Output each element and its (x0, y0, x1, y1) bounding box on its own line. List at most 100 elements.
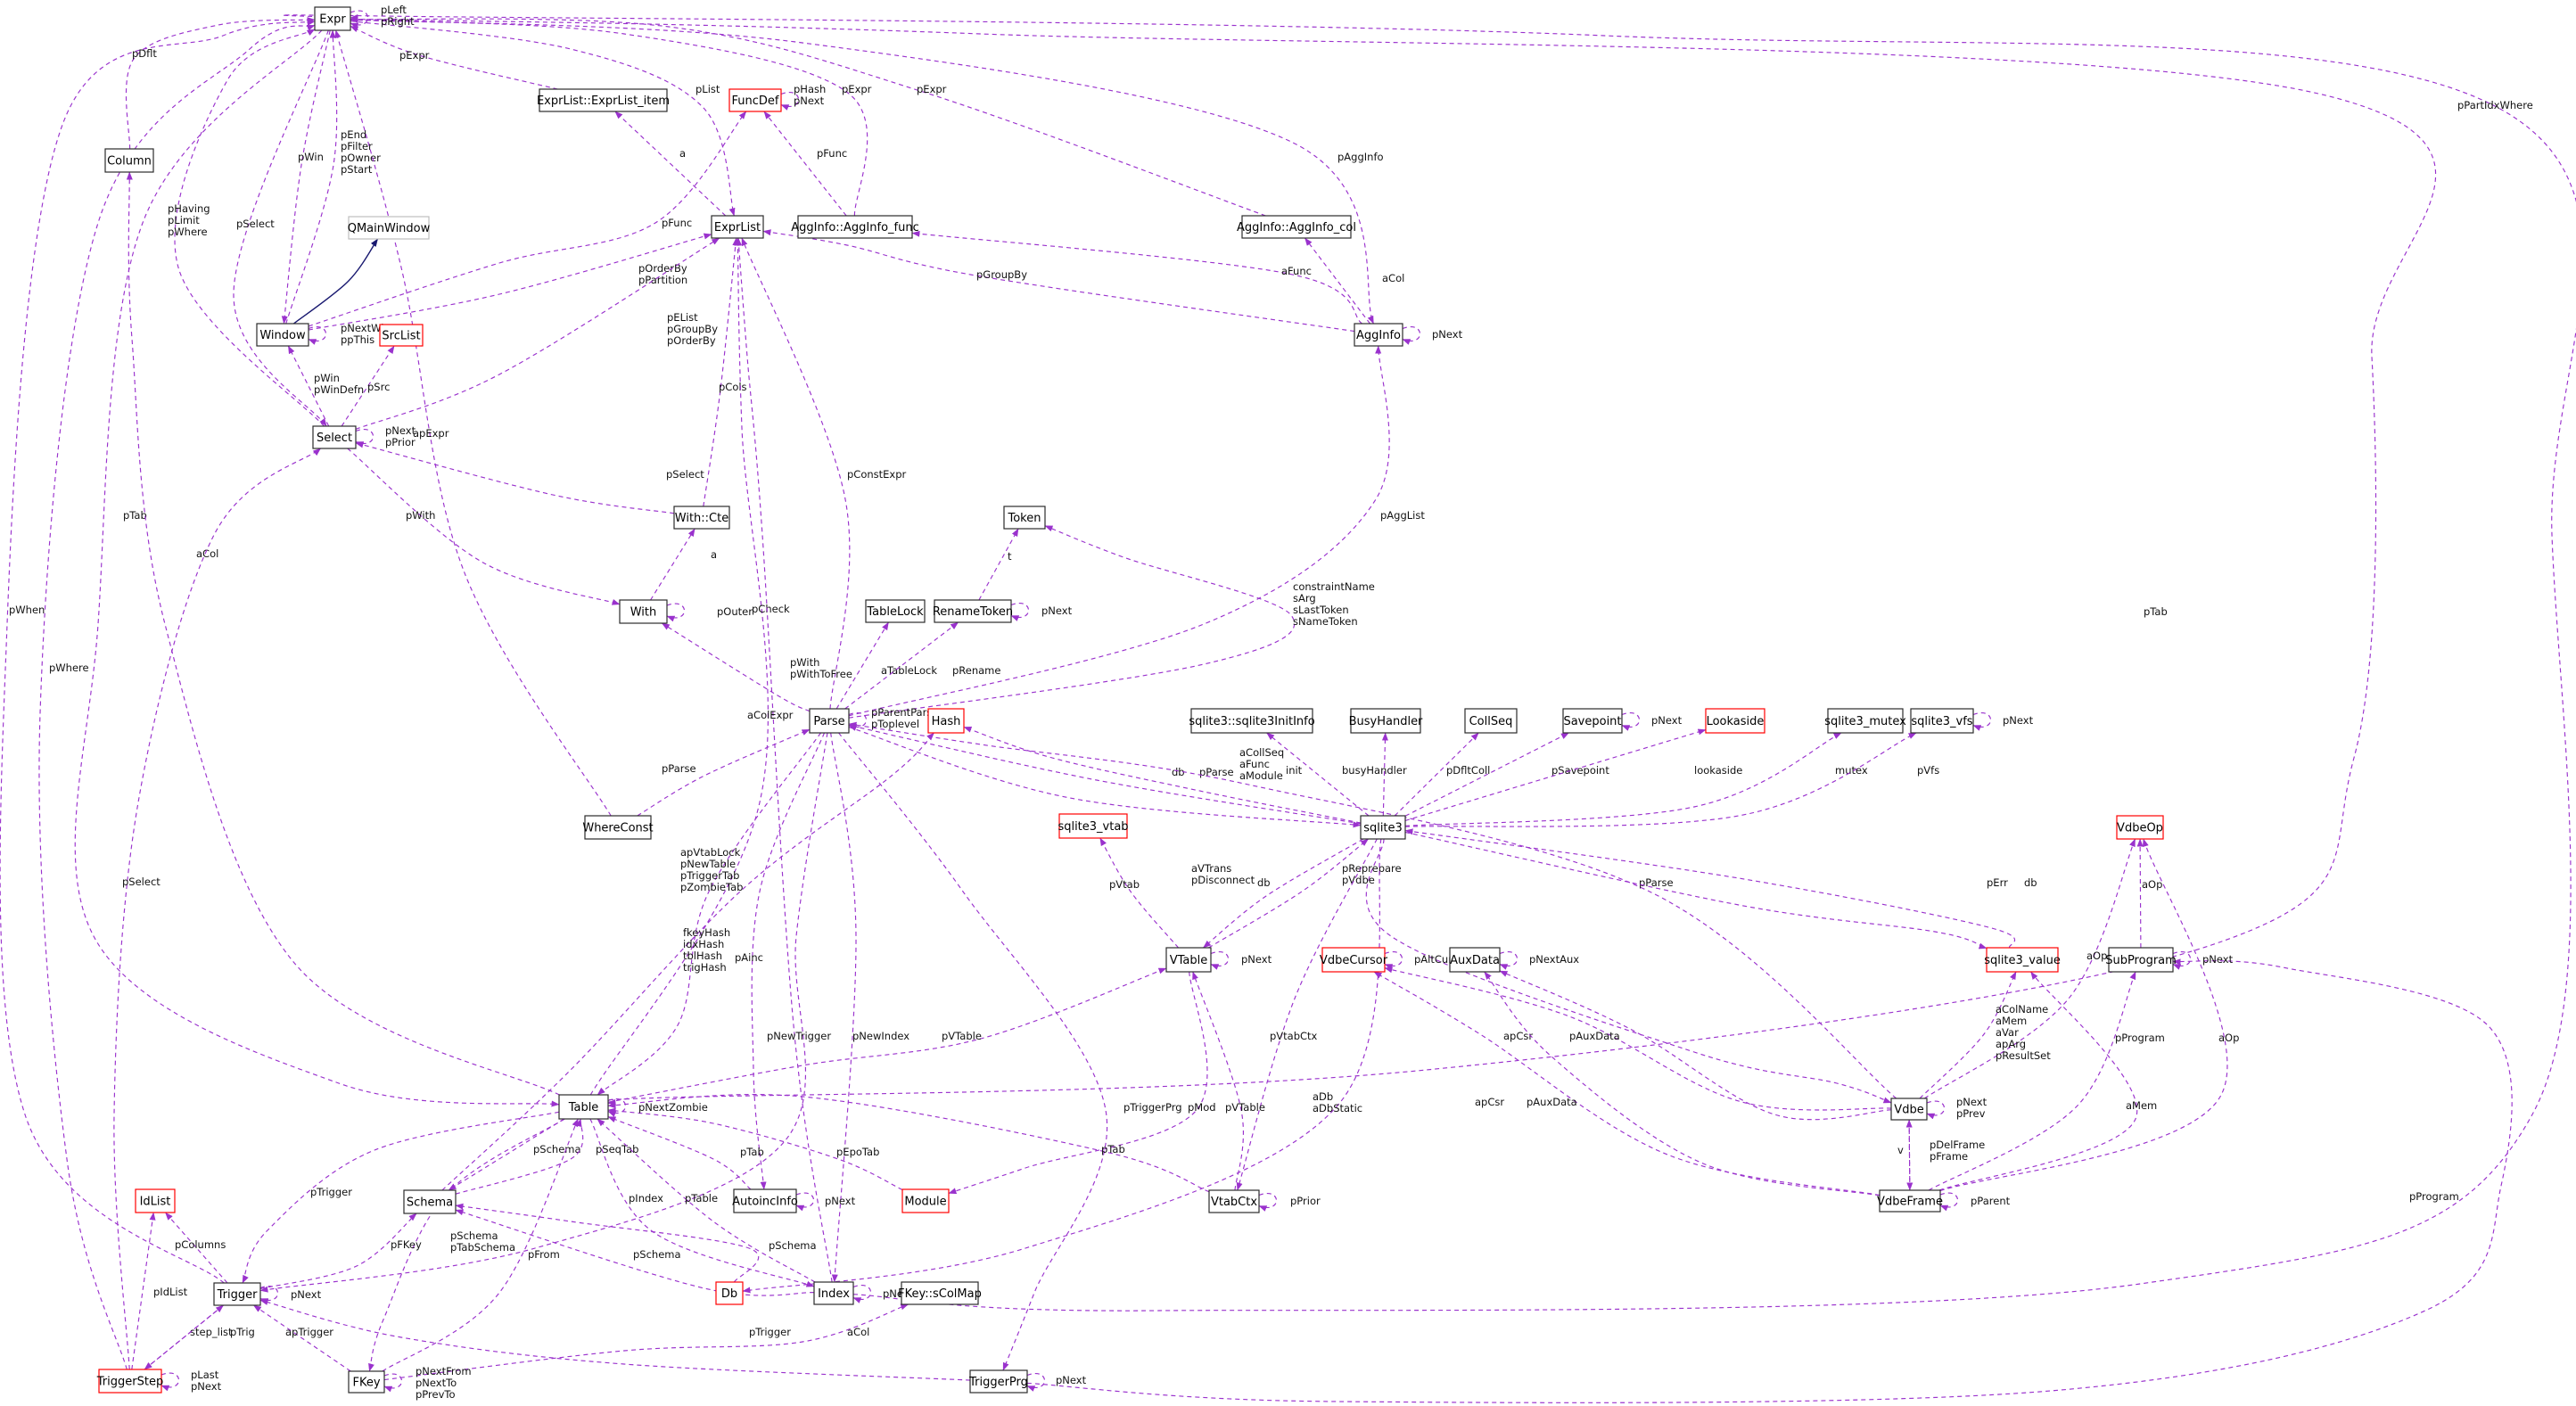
node-box-vfs[interactable] (1910, 708, 1974, 734)
node-box-vdbeframe[interactable] (1879, 1189, 1941, 1213)
node-box-hash[interactable] (927, 708, 965, 734)
node-box-index[interactable] (813, 1281, 854, 1305)
node-parse[interactable]: Parse (809, 708, 850, 734)
node-box-vtable[interactable] (1165, 947, 1212, 973)
node-savepoint[interactable]: Savepoint (1562, 708, 1623, 734)
node-busyhandler[interactable]: BusyHandler (1349, 708, 1423, 734)
node-box-scolmap[interactable] (901, 1281, 979, 1305)
node-box-whereconst[interactable] (584, 815, 652, 840)
node-box-triggerprg[interactable] (969, 1369, 1028, 1394)
node-box-module[interactable] (901, 1188, 950, 1213)
node-exprlist_item[interactable]: ExprList::ExprList_item (537, 88, 670, 112)
node-box-agginfo_col[interactable] (1241, 215, 1352, 239)
node-with[interactable]: With (619, 599, 668, 624)
node-box-column[interactable] (104, 148, 154, 173)
node-box-parse[interactable] (809, 708, 850, 734)
node-box-vtab_s[interactable] (1058, 813, 1128, 839)
node-box-mutex[interactable] (1827, 708, 1904, 734)
node-box-vdbe[interactable] (1890, 1098, 1928, 1121)
node-fkey[interactable]: FKey (348, 1370, 385, 1394)
node-module[interactable]: Module (901, 1188, 950, 1213)
node-tablelock[interactable]: TableLock (865, 599, 926, 623)
node-box-renametoken[interactable] (934, 599, 1012, 623)
node-funcdef[interactable]: FuncDef (728, 88, 782, 112)
node-box-vdbecursor[interactable] (1321, 947, 1386, 973)
node-init_info[interactable]: sqlite3::sqlite3InitInfo (1189, 708, 1315, 734)
node-qmainwindow[interactable]: QMainWindow (348, 216, 431, 240)
node-trigger[interactable]: Trigger (213, 1282, 261, 1306)
node-mutex[interactable]: sqlite3_mutex (1824, 708, 1906, 734)
node-box-agginfo[interactable] (1354, 323, 1403, 347)
node-agginfo[interactable]: AggInfo (1354, 323, 1403, 347)
node-agginfo_func[interactable]: AggInfo::AggInfo_func (791, 215, 919, 239)
node-table[interactable]: Table (558, 1094, 609, 1120)
node-vtable[interactable]: VTable (1165, 947, 1212, 973)
node-box-value[interactable] (1986, 947, 2059, 973)
node-renametoken[interactable]: RenameToken (933, 599, 1013, 623)
node-box-savepoint[interactable] (1562, 708, 1623, 734)
node-value[interactable]: sqlite3_value (1984, 947, 2061, 973)
node-box-collseq[interactable] (1464, 708, 1518, 734)
node-window[interactable]: Window (256, 323, 309, 347)
node-box-sqlite3[interactable] (1360, 815, 1406, 840)
node-box-triggerstep[interactable] (98, 1369, 162, 1394)
node-box-vtabctx[interactable] (1208, 1189, 1260, 1213)
node-scolmap[interactable]: FKey::sColMap (898, 1281, 982, 1305)
node-lookaside[interactable]: Lookaside (1705, 708, 1765, 734)
node-vdbe[interactable]: Vdbe (1890, 1098, 1928, 1121)
node-box-auxdata[interactable] (1449, 947, 1501, 973)
node-select[interactable]: Select (312, 425, 357, 449)
node-srclist[interactable]: SrcList (379, 324, 424, 347)
node-box-exprlist_item[interactable] (539, 88, 668, 112)
node-with_cte[interactable]: With::Cte (673, 506, 730, 530)
node-box-select[interactable] (312, 425, 357, 449)
node-idlist[interactable]: IdList (135, 1188, 176, 1213)
node-vdbeframe[interactable]: VdbeFrame (1877, 1189, 1943, 1213)
node-box-exprlist[interactable] (711, 215, 764, 239)
node-box-agginfo_func[interactable] (797, 215, 913, 239)
node-vdbeop[interactable]: VdbeOp (2116, 815, 2164, 840)
node-box-qmainwindow[interactable] (348, 216, 430, 240)
node-box-schema[interactable] (403, 1189, 457, 1214)
node-box-vdbeop[interactable] (2116, 815, 2164, 840)
node-column[interactable]: Column (104, 148, 154, 173)
node-autoincinfo[interactable]: AutoincInfo (732, 1188, 798, 1213)
node-box-table[interactable] (558, 1094, 609, 1120)
node-schema[interactable]: Schema (403, 1189, 457, 1214)
node-box-fkey[interactable] (348, 1370, 385, 1394)
node-box-busyhandler[interactable] (1350, 708, 1421, 734)
node-expr[interactable]: Expr (314, 6, 351, 31)
node-agginfo_col[interactable]: AggInfo::AggInfo_col (1237, 215, 1356, 239)
node-box-funcdef[interactable] (728, 88, 782, 112)
node-box-idlist[interactable] (135, 1188, 176, 1213)
node-box-expr[interactable] (314, 6, 351, 31)
node-box-lookaside[interactable] (1705, 708, 1765, 734)
node-box-window[interactable] (256, 323, 309, 347)
node-sqlite3[interactable]: sqlite3 (1360, 815, 1406, 840)
node-db_node[interactable]: Db (715, 1281, 744, 1305)
node-box-db_node[interactable] (715, 1281, 744, 1305)
node-box-autoincinfo[interactable] (733, 1188, 797, 1213)
node-triggerstep[interactable]: TriggerStep (96, 1369, 163, 1394)
node-whereconst[interactable]: WhereConst (582, 815, 654, 840)
node-hash[interactable]: Hash (927, 708, 965, 734)
node-collseq[interactable]: CollSeq (1464, 708, 1518, 734)
node-box-subprogram[interactable] (2108, 947, 2174, 973)
node-vfs[interactable]: sqlite3_vfs (1910, 708, 1974, 734)
node-box-token[interactable] (1003, 506, 1046, 530)
node-box-trigger[interactable] (213, 1282, 261, 1306)
node-exprlist[interactable]: ExprList (711, 215, 764, 239)
node-token[interactable]: Token (1003, 506, 1046, 530)
node-subprogram[interactable]: SubProgram (2105, 947, 2177, 973)
node-triggerprg[interactable]: TriggerPrg (968, 1369, 1028, 1394)
node-box-with[interactable] (619, 599, 668, 624)
node-index[interactable]: Index (813, 1281, 854, 1305)
node-auxdata[interactable]: AuxData (1449, 947, 1501, 973)
node-vtabctx[interactable]: VtabCtx (1208, 1189, 1260, 1213)
node-box-with_cte[interactable] (673, 506, 730, 530)
node-box-tablelock[interactable] (865, 599, 926, 623)
node-box-init_info[interactable] (1190, 708, 1313, 734)
node-box-srclist[interactable] (379, 324, 424, 347)
node-vtab_s[interactable]: sqlite3_vtab (1058, 813, 1129, 839)
node-vdbecursor[interactable]: VdbeCursor (1320, 947, 1388, 973)
